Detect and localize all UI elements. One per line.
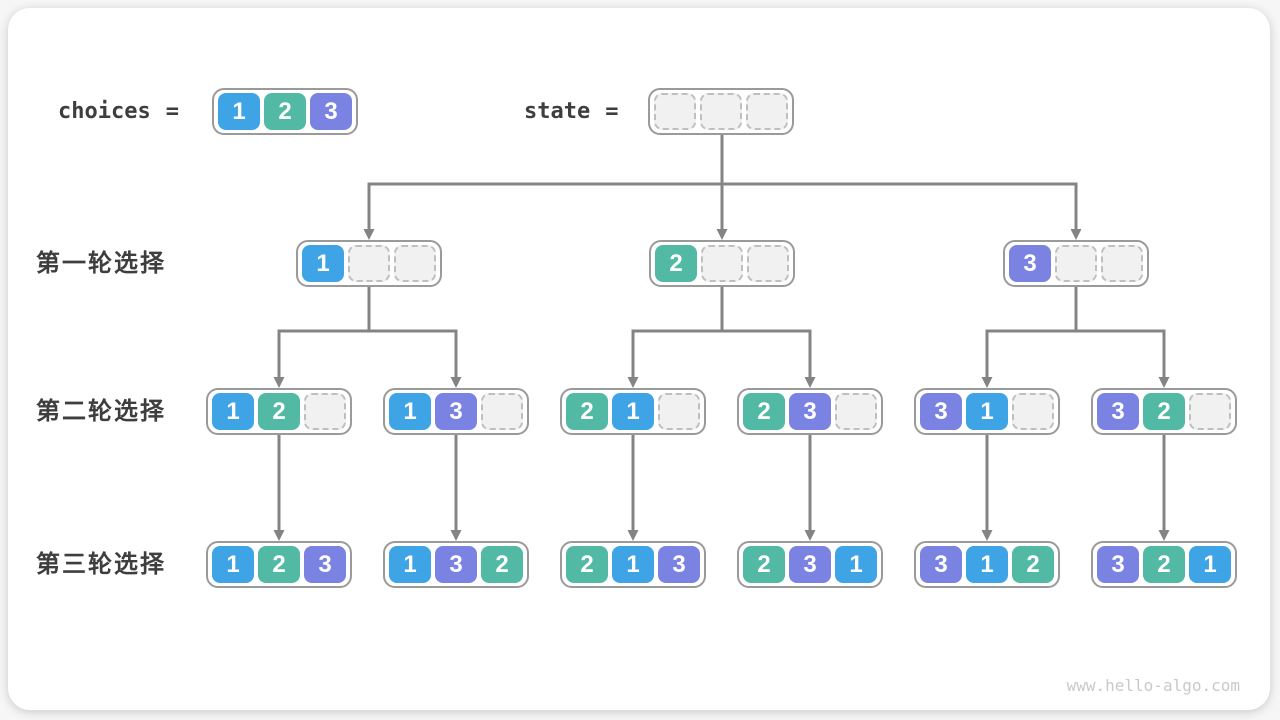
empty-slot: [654, 93, 696, 130]
value-tile-2: 2: [743, 546, 785, 583]
empty-slot: [747, 245, 789, 282]
empty-slot: [1189, 393, 1231, 430]
empty-slot: [481, 393, 523, 430]
empty-slot: [1101, 245, 1143, 282]
value-tile-2: 2: [566, 393, 608, 430]
value-tile-3: 3: [435, 546, 477, 583]
value-tile-1: 1: [966, 546, 1008, 583]
value-tile-1: 1: [389, 393, 431, 430]
choices-label: choices =: [58, 88, 179, 135]
round-2-label: 第二轮选择: [36, 398, 166, 425]
value-tile-1: 1: [835, 546, 877, 583]
value-tile-3: 3: [789, 393, 831, 430]
value-tile-3: 3: [1097, 393, 1139, 430]
value-tile-2: 2: [566, 546, 608, 583]
value-tile-3: 3: [304, 546, 346, 583]
empty-slot: [701, 245, 743, 282]
state-node: 3: [1003, 240, 1149, 287]
value-tile-2: 2: [655, 245, 697, 282]
value-tile-3: 3: [435, 393, 477, 430]
round-3-label: 第三轮选择: [36, 551, 166, 578]
value-tile-2: 2: [1143, 546, 1185, 583]
round-1-label: 第一轮选择: [36, 250, 166, 277]
value-tile-2: 2: [1012, 546, 1054, 583]
value-tile-3: 3: [658, 546, 700, 583]
empty-slot: [348, 245, 390, 282]
value-tile-1: 1: [302, 245, 344, 282]
state-equals-sign: =: [605, 99, 619, 124]
value-tile-2: 2: [481, 546, 523, 583]
value-tile-2: 2: [258, 546, 300, 583]
watermark: www.hello-algo.com: [1066, 676, 1240, 695]
state-node: 2: [649, 240, 795, 287]
page-card: [8, 8, 1270, 710]
empty-slot: [658, 393, 700, 430]
empty-slot: [394, 245, 436, 282]
state-node: 1: [296, 240, 442, 287]
choices-label-text: choices: [58, 99, 151, 124]
value-tile-2: 2: [258, 393, 300, 430]
value-tile-1: 1: [218, 93, 260, 130]
empty-slot: [835, 393, 877, 430]
value-tile-2: 2: [743, 393, 785, 430]
value-tile-1: 1: [212, 393, 254, 430]
state-box: [648, 88, 794, 135]
value-tile-2: 2: [1143, 393, 1185, 430]
value-tile-1: 1: [212, 546, 254, 583]
empty-slot: [746, 93, 788, 130]
value-tile-3: 3: [1097, 546, 1139, 583]
value-tile-1: 1: [612, 393, 654, 430]
value-tile-3: 3: [920, 393, 962, 430]
value-tile-1: 1: [966, 393, 1008, 430]
value-tile-1: 1: [612, 546, 654, 583]
value-tile-3: 3: [1009, 245, 1051, 282]
empty-slot: [304, 393, 346, 430]
state-label-text: state: [524, 99, 591, 124]
value-tile-2: 2: [264, 93, 306, 130]
value-tile-3: 3: [789, 546, 831, 583]
value-tile-3: 3: [920, 546, 962, 583]
empty-slot: [1012, 393, 1054, 430]
empty-slot: [700, 93, 742, 130]
value-tile-1: 1: [1189, 546, 1231, 583]
choices-equals-sign: =: [165, 99, 179, 124]
empty-slot: [1055, 245, 1097, 282]
value-tile-1: 1: [389, 546, 431, 583]
value-tile-3: 3: [310, 93, 352, 130]
state-label: state =: [524, 88, 618, 135]
